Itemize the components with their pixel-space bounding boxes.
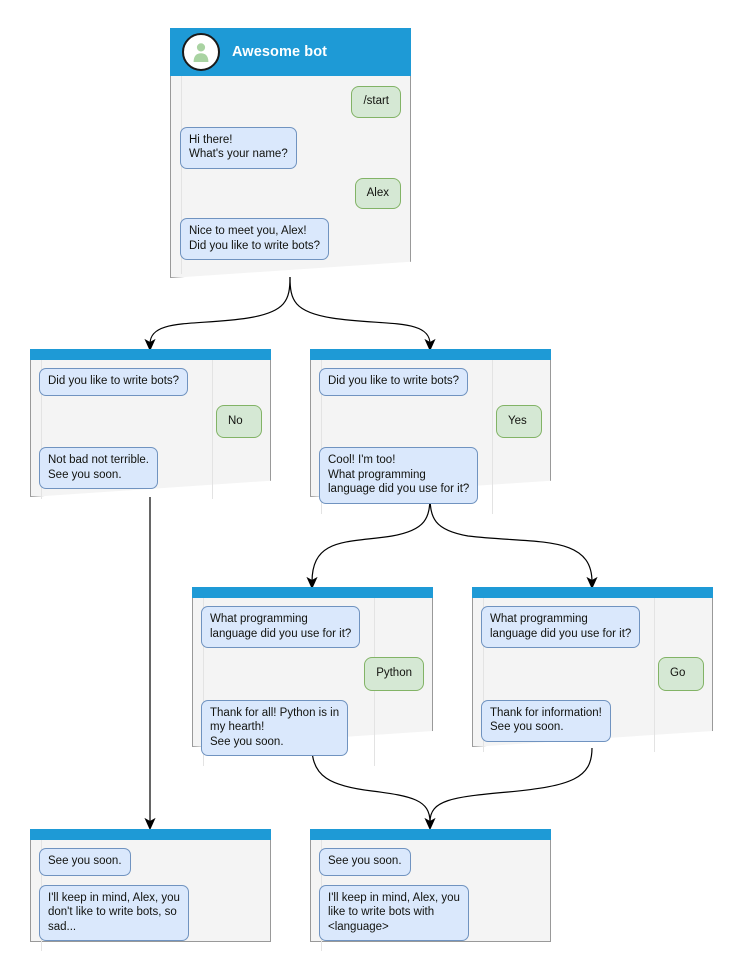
message-row: /start bbox=[180, 86, 401, 118]
message-row: Cool! I'm too! What programming language… bbox=[319, 447, 542, 504]
user-avatar-icon bbox=[182, 33, 220, 71]
user-message-bubble: Go bbox=[658, 657, 704, 691]
bot-message-bubble: Thank for all! Python is in my hearth! S… bbox=[201, 699, 349, 756]
pane-rule bbox=[321, 360, 322, 514]
bot-message-bubble: Not bad not terrible. See you soon. bbox=[39, 447, 159, 489]
node-body-python-branch: What programming language did you use fo… bbox=[192, 598, 433, 766]
chat-node-go-branch[interactable]: What programming language did you use fo… bbox=[472, 587, 713, 752]
message-row: Python bbox=[201, 657, 424, 691]
bot-message-bubble: Did you like to write bots? bbox=[39, 368, 189, 396]
node-header-python-branch bbox=[192, 587, 433, 598]
chat-node-yes-branch[interactable]: Did you like to write bots? Yes Cool! I'… bbox=[310, 349, 551, 514]
bot-message-bubble: What programming language did you use fo… bbox=[201, 606, 361, 648]
node-header-no-branch bbox=[30, 349, 271, 360]
user-message-bubble: /start bbox=[351, 86, 401, 118]
bot-message-bubble: I'll keep in mind, Alex, you like to wri… bbox=[319, 884, 469, 941]
node-body-no-branch: Did you like to write bots? No Not bad n… bbox=[30, 360, 271, 499]
chat-node-end-happy[interactable]: See you soon. I'll keep in mind, Alex, y… bbox=[310, 829, 551, 951]
message-row: Yes bbox=[319, 404, 542, 438]
message-row: See you soon. bbox=[39, 848, 262, 876]
node-header-go-branch bbox=[472, 587, 713, 598]
user-message-bubble: Yes bbox=[496, 404, 542, 438]
bot-message-bubble: See you soon. bbox=[39, 848, 131, 876]
message-row: Not bad not terrible. See you soon. bbox=[39, 447, 262, 489]
message-row: What programming language did you use fo… bbox=[481, 606, 704, 648]
node-body-end-sad: See you soon. I'll keep in mind, Alex, y… bbox=[30, 840, 271, 951]
bot-message-bubble: Nice to meet you, Alex! Did you like to … bbox=[180, 218, 330, 260]
pane-rule bbox=[492, 360, 493, 514]
chat-node-root[interactable]: Awesome bot /start Hi there! What's your… bbox=[170, 28, 411, 278]
node-body-root: /start Hi there! What's your name? Alex … bbox=[170, 76, 411, 274]
bot-message-bubble: I'll keep in mind, Alex, you don't like … bbox=[39, 884, 189, 941]
edge-go-to-end-happy bbox=[429, 747, 593, 823]
message-row: Hi there! What's your name? bbox=[180, 126, 401, 169]
message-row: Go bbox=[481, 657, 704, 691]
node-body-end-happy: See you soon. I'll keep in mind, Alex, y… bbox=[310, 840, 551, 951]
pane-rule bbox=[483, 598, 484, 752]
chat-node-python-branch[interactable]: What programming language did you use fo… bbox=[192, 587, 433, 766]
bot-message-bubble: Cool! I'm too! What programming language… bbox=[319, 447, 479, 504]
message-row: I'll keep in mind, Alex, you don't like … bbox=[39, 884, 262, 941]
message-row: Did you like to write bots? bbox=[39, 368, 262, 396]
node-header-yes-branch bbox=[310, 349, 551, 360]
user-message-bubble: No bbox=[216, 404, 262, 438]
bot-message-bubble: See you soon. bbox=[319, 848, 411, 876]
bot-message-bubble: Thank for information! See you soon. bbox=[481, 699, 611, 742]
pane-rule bbox=[203, 598, 204, 766]
message-row: What programming language did you use fo… bbox=[201, 606, 424, 648]
message-row: No bbox=[39, 404, 262, 438]
chat-node-end-sad[interactable]: See you soon. I'll keep in mind, Alex, y… bbox=[30, 829, 271, 951]
node-header-end-happy bbox=[310, 829, 551, 840]
user-message-bubble: Python bbox=[364, 657, 424, 691]
message-row: Alex bbox=[180, 177, 401, 209]
arrowhead-end-sad bbox=[144, 817, 156, 831]
bot-message-bubble: Hi there! What's your name? bbox=[180, 126, 297, 169]
bot-name-title: Awesome bot bbox=[232, 44, 328, 60]
node-body-go-branch: What programming language did you use fo… bbox=[472, 598, 713, 752]
bot-message-bubble: Did you like to write bots? bbox=[319, 368, 469, 396]
user-message-bubble: Alex bbox=[354, 177, 401, 209]
edge-root-to-yes bbox=[289, 276, 431, 345]
message-row: Thank for information! See you soon. bbox=[481, 699, 704, 742]
pane-rule bbox=[181, 76, 182, 274]
edge-root-to-no bbox=[149, 276, 291, 345]
chat-node-no-branch[interactable]: Did you like to write bots? No Not bad n… bbox=[30, 349, 271, 499]
message-row: Thank for all! Python is in my hearth! S… bbox=[201, 699, 424, 756]
message-row: Did you like to write bots? bbox=[319, 368, 542, 396]
pane-rule bbox=[654, 598, 655, 752]
message-row: Nice to meet you, Alex! Did you like to … bbox=[180, 218, 401, 260]
arrowhead-end-happy bbox=[424, 817, 436, 831]
node-header-end-sad bbox=[30, 829, 271, 840]
message-row: I'll keep in mind, Alex, you like to wri… bbox=[319, 884, 542, 941]
node-header-root: Awesome bot bbox=[170, 28, 411, 76]
pane-rule bbox=[212, 360, 213, 499]
node-body-yes-branch: Did you like to write bots? Yes Cool! I'… bbox=[310, 360, 551, 514]
pane-rule bbox=[41, 360, 42, 499]
message-row: See you soon. bbox=[319, 848, 542, 876]
bot-message-bubble: What programming language did you use fo… bbox=[481, 606, 641, 648]
